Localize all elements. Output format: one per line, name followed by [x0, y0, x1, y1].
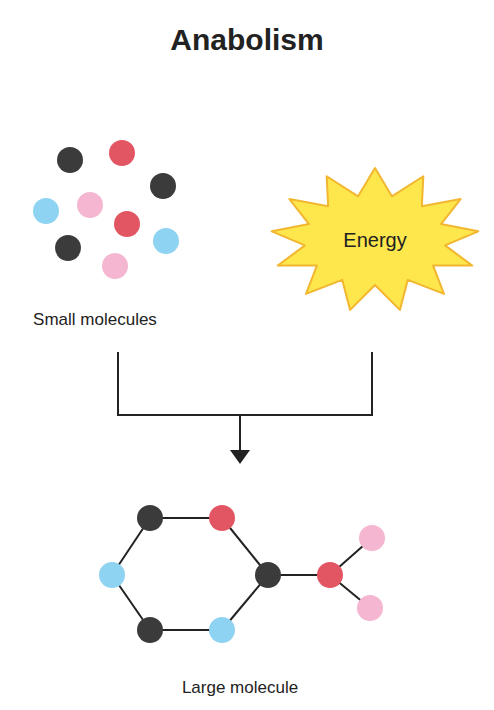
atom [109, 140, 135, 166]
atom [77, 192, 103, 218]
bracket-line [118, 352, 372, 415]
atom [317, 562, 343, 588]
arrow-head [230, 450, 250, 464]
burst-label: Energy [343, 229, 406, 252]
atom [357, 595, 383, 621]
large-molecule [99, 505, 385, 643]
atom [33, 198, 59, 224]
atom [255, 562, 281, 588]
arrow-shaft [239, 415, 241, 452]
atom [209, 617, 235, 643]
atom [57, 147, 83, 173]
caption-label: Large molecule [182, 678, 298, 698]
atom [209, 505, 235, 531]
atom [55, 235, 81, 261]
atom [137, 505, 163, 531]
atom [150, 173, 176, 199]
small-molecules [33, 140, 179, 279]
atom [99, 562, 125, 588]
atom [137, 617, 163, 643]
atom [114, 211, 140, 237]
merge-bracket [118, 352, 372, 464]
title: Anabolism [170, 23, 323, 57]
energy-burst: Energy [268, 165, 482, 315]
burst-outline [272, 168, 478, 310]
atom [153, 228, 179, 254]
atom [359, 525, 385, 551]
atom [102, 253, 128, 279]
caption-label: Small molecules [33, 310, 157, 330]
bonds [112, 518, 372, 630]
node-text-group: Energy [343, 229, 406, 252]
